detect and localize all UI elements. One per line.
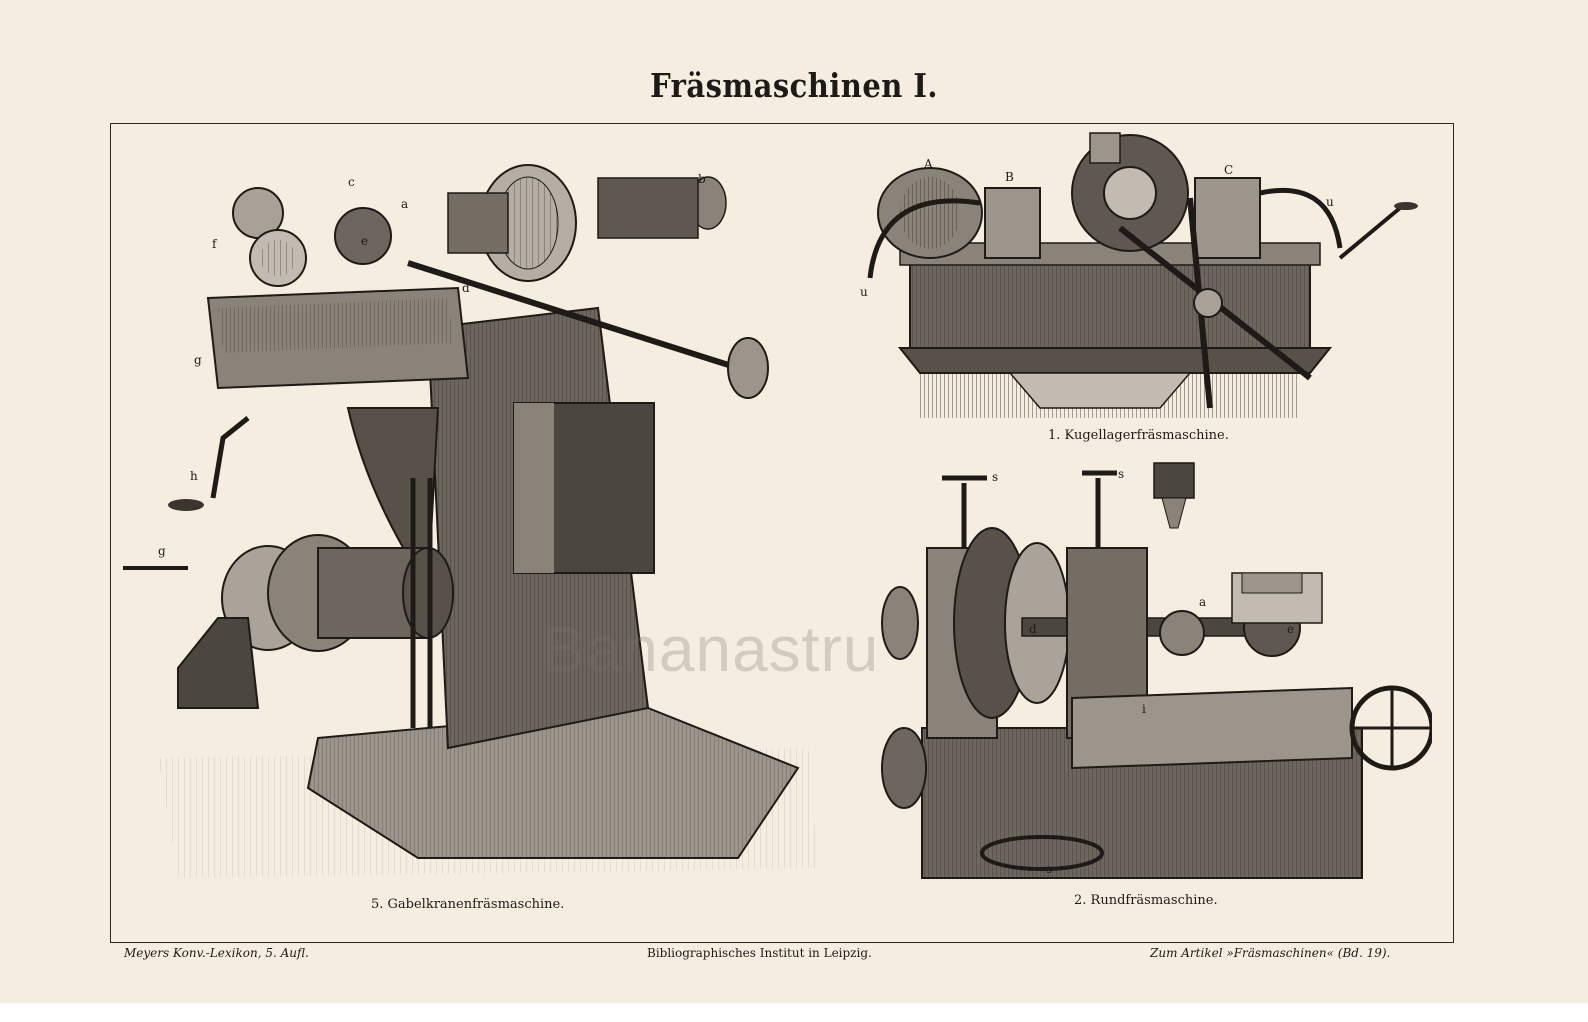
figure1-label-A: A [923, 157, 933, 171]
figure5-label-g2: g [158, 544, 166, 558]
figure2-label-d: d [1029, 622, 1037, 636]
figure5-label-a: a [401, 197, 408, 211]
figure5-label-f: f [212, 237, 218, 251]
figure5-label-c: c [348, 175, 355, 189]
figure5-label-d: d [462, 281, 470, 295]
figure2-label-s2: s [1118, 467, 1124, 481]
figure2-label-s1: s [992, 470, 998, 484]
figure5-label-b: b [698, 172, 706, 186]
figure2-label-a: a [1199, 595, 1206, 609]
footer-center: Bibliographisches Institut in Leipzig. [647, 946, 872, 960]
figure1-label-u-left: u [860, 285, 868, 299]
figure-rundfraes-illustration: s s d a e i s [881, 462, 1432, 879]
footer-right: Zum Artikel »Fräsmaschinen« (Bd. 19). [1150, 946, 1391, 960]
footer-left: Meyers Konv.-Lexikon, 5. Aufl. [124, 946, 309, 960]
figure-kugellager-illustration: A B C u u [860, 132, 1418, 418]
figure2-label-e: e [1287, 622, 1294, 636]
figure1-label-C: C [1224, 163, 1233, 177]
plate-title: Fräsmaschinen I. [650, 66, 938, 105]
figure5-label-e: e [361, 234, 368, 248]
figure1-label-B: B [1005, 170, 1014, 184]
figure2-label-s3: s [1046, 862, 1052, 876]
plate-frame [110, 123, 1454, 943]
figure5-label-h: h [190, 469, 198, 483]
figure1-caption: 1. Kugellagerfräsmaschine. [1048, 428, 1229, 443]
figure5-caption: 5. Gabelkranenfräsmaschine. [371, 897, 565, 912]
figure1-label-u-right: u [1326, 195, 1334, 209]
figure2-label-i: i [1142, 702, 1146, 716]
figure2-caption: 2. Rundfräsmaschine. [1074, 893, 1218, 908]
figure5-label-g: g [194, 353, 202, 367]
watermark-text: Bananastru [542, 613, 880, 685]
figure-gabelkranen-illustration: c a b e f g h g d [123, 164, 818, 878]
